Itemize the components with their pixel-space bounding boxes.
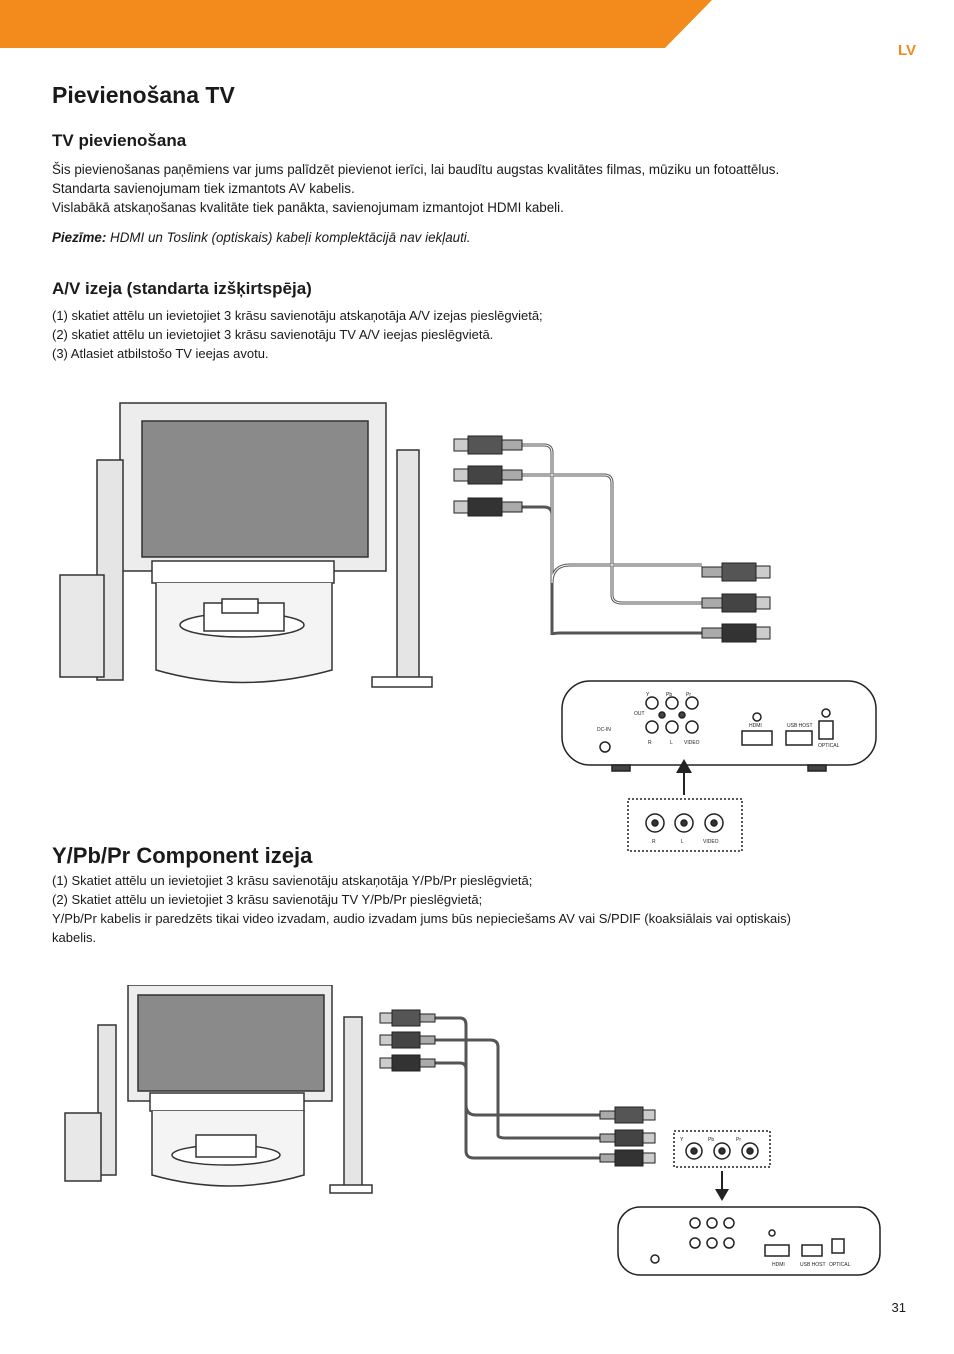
label-l: L bbox=[670, 740, 673, 746]
note: Piezīme: HDMI un Toslink (optiskais) kab… bbox=[52, 230, 471, 245]
label-y: Y bbox=[646, 692, 650, 698]
av-step: (1) skatiet attēlu un ievietojiet 3 krās… bbox=[52, 308, 543, 323]
label-pb: Pb bbox=[666, 692, 672, 698]
component-steps: (1) Skatiet attēlu un ievietojiet 3 krās… bbox=[52, 871, 912, 947]
component-step: (1) Skatiet attēlu un ievietojiet 3 krās… bbox=[52, 873, 533, 888]
media-player bbox=[561, 680, 877, 772]
zoom-label-l: L bbox=[681, 839, 684, 845]
av-port-zoom bbox=[627, 798, 743, 852]
av-output-title: A/V izeja (standarta izšķirtspēja) bbox=[52, 279, 312, 298]
right-speaker bbox=[396, 449, 420, 681]
label-dc-in: DC-IN bbox=[597, 727, 611, 733]
player2-label-hdmi: HDMI bbox=[772, 1262, 785, 1268]
player2-label-usb-host: USB HOST bbox=[800, 1262, 826, 1268]
component-output-title: Y/Pb/Pr Component izeja bbox=[52, 843, 313, 868]
label-optical: OPTICAL bbox=[818, 743, 840, 749]
av-steps: (1) skatiet attēlu un ievietojiet 3 krās… bbox=[52, 306, 912, 363]
subwoofer bbox=[59, 574, 105, 678]
page-number: 31 bbox=[891, 1300, 906, 1315]
intro-line: Vislabākā atskaņošanas kvalitāte tiek pa… bbox=[52, 200, 564, 215]
header-band bbox=[0, 0, 712, 48]
page-title: Pievienošana TV bbox=[52, 82, 235, 108]
zoom-label-y: Y bbox=[680, 1137, 684, 1143]
av-step: (3) Atlasiet atbilstošo TV ieejas avotu. bbox=[52, 346, 269, 361]
label-out: OUT bbox=[634, 711, 645, 717]
rca-plugs-left bbox=[453, 435, 523, 517]
rca-plugs-right bbox=[701, 562, 771, 643]
intro-line: Šis pievienošanas paņēmiens var jums pal… bbox=[52, 162, 780, 177]
arrow-head bbox=[676, 759, 692, 773]
av-step: (2) skatiet attēlu un ievietojiet 3 krās… bbox=[52, 327, 494, 342]
subsection-title: TV pievienošana bbox=[52, 131, 187, 150]
language-label: LV bbox=[897, 42, 916, 59]
av-connection-diagram: Y Pb Pr OUT R L VIDEO HDMI USB HOST OPTI… bbox=[59, 402, 877, 852]
zoom-label-video: VIDEO bbox=[703, 839, 719, 845]
note-text: HDMI un Toslink (optiskais) kabeļi kompl… bbox=[106, 230, 471, 245]
component-step: kabelis. bbox=[52, 930, 97, 945]
component-step: Y/Pb/Pr kabelis ir paredzēts tikai video… bbox=[52, 911, 791, 926]
label-usb-host: USB HOST bbox=[787, 723, 813, 729]
component-connection-diagram: Y Pb Pr HDMI USB HOST OPTICAL bbox=[64, 985, 881, 1276]
player2-label-optical: OPTICAL bbox=[829, 1262, 851, 1268]
label-pr: Pr bbox=[686, 692, 691, 698]
label-hdmi: HDMI bbox=[749, 723, 762, 729]
intro-paragraph: Šis pievienošanas paņēmiens var jums pal… bbox=[52, 160, 912, 217]
component-step: (2) Skatiet attēlu un ievietojiet 3 krās… bbox=[52, 892, 483, 907]
zoom-label-pb: Pb bbox=[708, 1137, 714, 1143]
zoom-label-r: R bbox=[652, 839, 656, 845]
intro-line: Standarta savienojumam tiek izmantots AV… bbox=[52, 181, 355, 196]
label-r: R bbox=[648, 740, 652, 746]
label-video: VIDEO bbox=[684, 740, 700, 746]
note-label: Piezīme: bbox=[52, 230, 107, 245]
zoom-label-pr: Pr bbox=[736, 1137, 741, 1143]
tv-screen bbox=[141, 420, 369, 558]
